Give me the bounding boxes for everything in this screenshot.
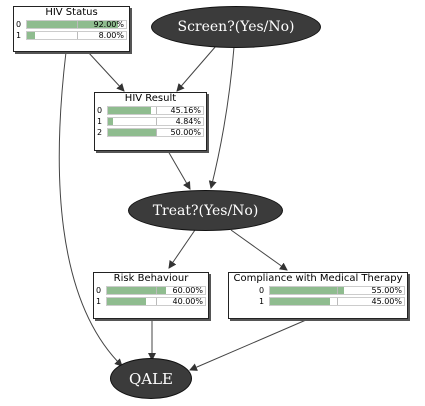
node-title: Risk Behaviour bbox=[113, 273, 189, 284]
state-percent: 55.00% bbox=[371, 286, 402, 295]
state-row: 0 55.00% bbox=[259, 285, 405, 296]
state-row: 2 50.00% bbox=[97, 127, 204, 138]
bar-fill bbox=[270, 287, 344, 294]
state-row: 1 45.00% bbox=[259, 296, 405, 307]
state-label: 2 bbox=[97, 128, 103, 137]
node-title: HIV Status bbox=[45, 7, 98, 18]
edge-compliance-qale bbox=[189, 319, 307, 371]
edge-treat-compliance bbox=[230, 229, 288, 271]
bar-fill bbox=[107, 287, 166, 294]
state-label: 1 bbox=[16, 31, 22, 40]
edge-hivstatus-qale bbox=[58, 51, 123, 367]
probability-bar bbox=[26, 20, 127, 29]
node-screen-decision[interactable]: Screen?(Yes/No) bbox=[151, 6, 321, 48]
state-percent: 40.00% bbox=[172, 297, 203, 306]
bar-fill bbox=[108, 107, 151, 114]
state-label: 0 bbox=[96, 286, 102, 295]
node-treat-decision[interactable]: Treat?(Yes/No) bbox=[128, 190, 283, 231]
probability-bar bbox=[107, 106, 204, 115]
state-percent: 60.00% bbox=[172, 286, 203, 295]
probability-bar bbox=[106, 286, 206, 295]
state-row: 0 60.00% bbox=[96, 285, 206, 296]
edge-hivstatus-hivresult bbox=[87, 51, 125, 92]
node-risk-behaviour[interactable]: Risk Behaviour 0 60.00% 1 40.00% bbox=[93, 272, 209, 319]
edge-treat-risk bbox=[168, 229, 196, 269]
state-row: 0 45.16% bbox=[97, 105, 204, 116]
state-label: 1 bbox=[96, 297, 102, 306]
state-row: 0 92.00% bbox=[16, 19, 127, 30]
edge-hivresult-treat bbox=[167, 150, 191, 190]
edge-screen-hivresult bbox=[176, 45, 217, 92]
probability-bar bbox=[107, 128, 204, 137]
state-percent: 45.00% bbox=[371, 297, 402, 306]
bar-fill bbox=[270, 298, 331, 305]
edge-screen-treat bbox=[208, 46, 235, 189]
node-title: Compliance with Medical Therapy bbox=[233, 273, 403, 284]
probability-bar bbox=[26, 31, 127, 40]
state-label: 0 bbox=[16, 20, 22, 29]
bar-fill bbox=[108, 118, 113, 125]
bar-fill bbox=[27, 21, 119, 28]
node-compliance[interactable]: Compliance with Medical Therapy 0 55.00%… bbox=[228, 272, 408, 319]
state-percent: 4.84% bbox=[175, 117, 201, 126]
state-percent: 50.00% bbox=[170, 128, 201, 137]
state-label: 0 bbox=[97, 106, 103, 115]
state-row: 1 8.00% bbox=[16, 30, 127, 41]
state-percent: 8.00% bbox=[98, 31, 124, 40]
state-label: 1 bbox=[97, 117, 103, 126]
state-percent: 45.16% bbox=[170, 106, 201, 115]
bar-fill bbox=[107, 298, 147, 305]
state-label: 0 bbox=[259, 286, 265, 295]
node-title: HIV Result bbox=[124, 93, 177, 104]
probability-bar bbox=[269, 297, 405, 306]
bar-fill bbox=[108, 129, 156, 136]
state-label: 1 bbox=[259, 297, 265, 306]
probability-bar bbox=[107, 117, 204, 126]
state-percent: 92.00% bbox=[93, 20, 124, 29]
node-hiv-result[interactable]: HIV Result 0 45.16% 1 4.84% 2 50.00% bbox=[94, 92, 207, 151]
bar-fill bbox=[27, 32, 35, 39]
probability-bar bbox=[106, 297, 206, 306]
node-hiv-status[interactable]: HIV Status 0 92.00% 1 8.00% bbox=[13, 6, 130, 52]
node-qale-utility[interactable]: QALE bbox=[110, 358, 192, 399]
state-row: 1 4.84% bbox=[97, 116, 204, 127]
state-row: 1 40.00% bbox=[96, 296, 206, 307]
probability-bar bbox=[269, 286, 405, 295]
